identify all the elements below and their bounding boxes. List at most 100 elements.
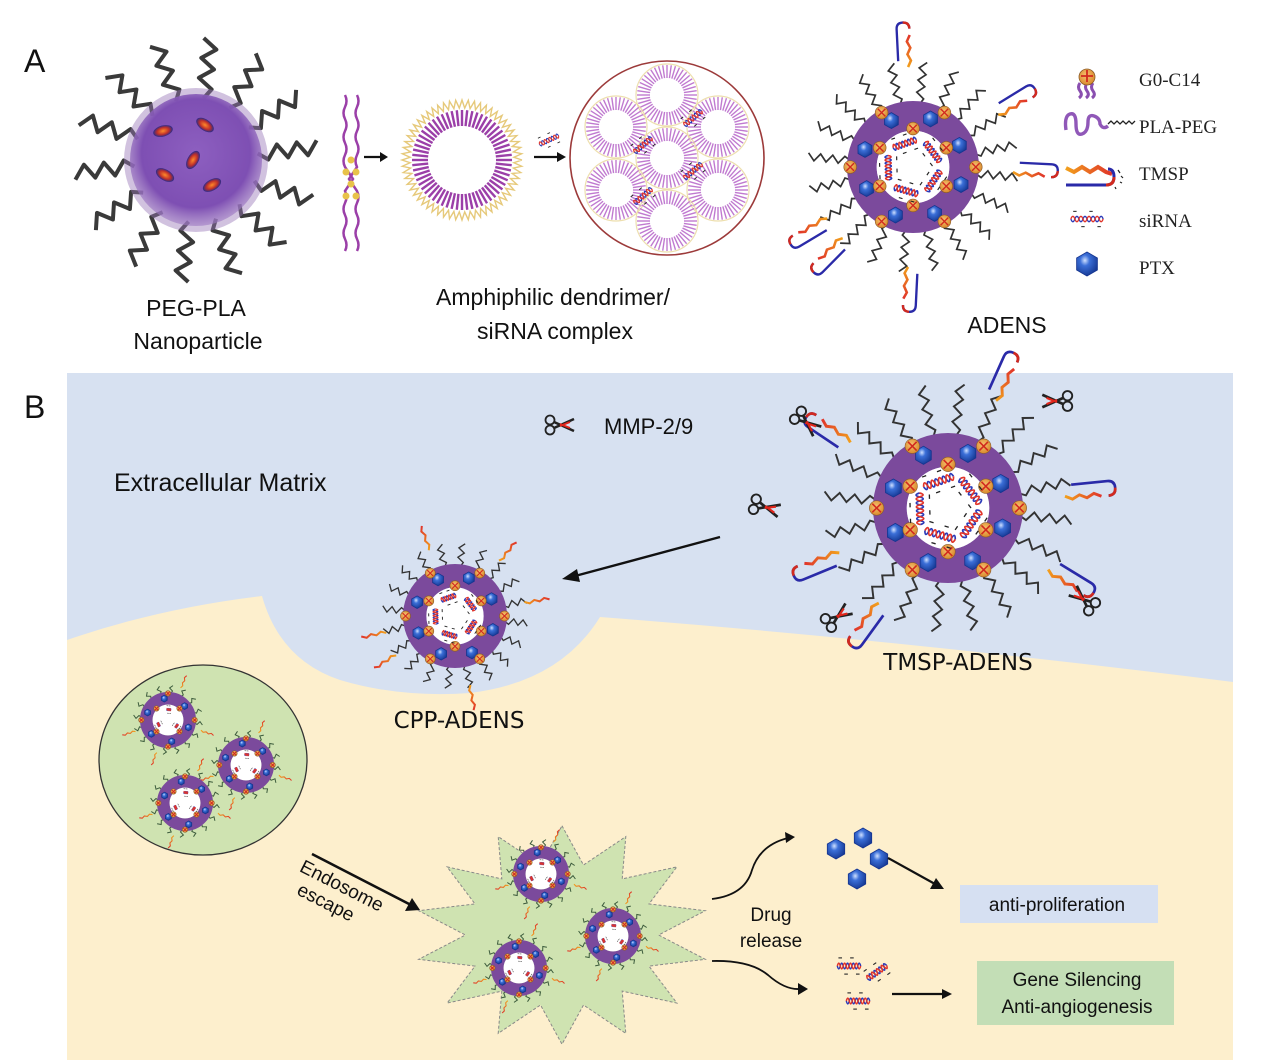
peg-chain-icon xyxy=(819,197,859,222)
cpp-adens-caption: CPP-ADENS xyxy=(394,708,525,734)
tmsp-icon xyxy=(1064,479,1117,501)
peg-chain-icon xyxy=(173,220,196,284)
g0-c14-icon xyxy=(153,705,160,712)
cell-cytoplasm-region xyxy=(67,596,1233,1060)
drug-molecule-icon xyxy=(153,125,173,137)
g0-c14-icon xyxy=(424,653,436,665)
g0-c14-icon xyxy=(489,964,496,972)
sirna-icon xyxy=(189,805,199,813)
purple-ring xyxy=(140,691,197,748)
ptx-icon xyxy=(225,775,233,783)
peg-chain-icon xyxy=(456,543,466,568)
g0-c14-icon xyxy=(537,897,545,904)
tmsp-icon xyxy=(1047,562,1097,599)
sirna-icon xyxy=(599,936,608,945)
tmsp-icon xyxy=(150,752,158,766)
g0-c14-icon xyxy=(400,610,411,622)
peg-chain-icon xyxy=(404,652,423,670)
sirna-icon xyxy=(630,136,656,154)
drug-molecule-icon xyxy=(196,117,214,133)
tmsp-icon xyxy=(501,1000,509,1014)
peg-chain-icon xyxy=(950,383,966,438)
peg-chain-icon xyxy=(503,597,528,609)
sirna-icon xyxy=(172,722,182,730)
tmsp-icon xyxy=(361,630,387,639)
peg-chain-icon xyxy=(462,664,474,689)
peg-chain-icon xyxy=(954,89,986,122)
tmsp-icon xyxy=(847,601,885,650)
g0-c14-icon xyxy=(475,625,487,637)
g0-c14-icon xyxy=(474,567,486,579)
g0-c14-icon xyxy=(542,964,549,972)
g0-c14-icon xyxy=(176,705,183,712)
peg-chain-icon xyxy=(866,223,889,263)
ptx-icon xyxy=(521,884,528,892)
g0-c14-icon xyxy=(170,811,177,818)
curved-arrow-icon xyxy=(711,960,808,995)
ptx-icon xyxy=(498,978,506,986)
tmsp-icon xyxy=(573,883,587,890)
peg-chain-icon xyxy=(252,179,315,207)
purple-ring xyxy=(218,736,275,793)
g0-c14-icon xyxy=(937,105,952,120)
peg-chain-icon xyxy=(196,36,219,100)
sirna-icon xyxy=(617,938,627,946)
g0-c14-icon xyxy=(527,976,534,983)
peg-chain-icon xyxy=(444,664,454,689)
tmsp-icon xyxy=(139,813,153,819)
peg-chain-icon xyxy=(937,71,960,111)
g0-c14-icon xyxy=(906,198,920,213)
g0-c14-icon xyxy=(843,160,857,174)
ptx-icon xyxy=(517,862,524,871)
g0-c14-icon xyxy=(621,921,628,928)
ptx-icon xyxy=(859,180,874,198)
cpp-adens-nanoparticle xyxy=(361,525,550,711)
ptx-icon xyxy=(554,856,561,864)
g0-c14-icon xyxy=(181,773,189,780)
peg-chain-icon xyxy=(982,569,1012,618)
scissors-icon xyxy=(1041,390,1074,412)
legend-label-ptx: PTX xyxy=(1139,258,1175,279)
sirna-icon xyxy=(171,803,180,812)
ptx-icon xyxy=(161,791,168,800)
g0-c14-icon xyxy=(598,921,605,928)
peg-chain-icon xyxy=(861,560,901,600)
dendrimer-molecule-icon xyxy=(342,94,360,252)
dendrimer-micelle xyxy=(399,97,524,223)
g0-c14-icon xyxy=(475,595,487,607)
g0-c14-icon xyxy=(499,610,510,622)
peg-chain-icon xyxy=(995,416,1035,456)
tmsp-icon xyxy=(258,720,266,734)
ptx-icon xyxy=(952,136,967,154)
scissors-icon xyxy=(747,493,782,518)
ptx-icon xyxy=(953,176,969,193)
peg-chain-icon xyxy=(105,73,155,117)
ptx-icon xyxy=(202,806,209,815)
tmsp-icon xyxy=(803,412,852,449)
g0-c14-icon xyxy=(193,811,200,818)
sirna-icon xyxy=(539,859,545,868)
tmsp-icon xyxy=(122,730,136,736)
ptx-icon xyxy=(160,694,168,703)
ptx-icon xyxy=(511,942,519,951)
peg-chain-icon xyxy=(487,562,506,580)
tmsp-icon xyxy=(987,350,1020,402)
tmsp-icon xyxy=(167,835,175,849)
ptx-icon xyxy=(589,924,596,933)
ptx-icon xyxy=(853,827,873,849)
ptx-icon xyxy=(593,946,600,954)
g0-c14-icon xyxy=(164,690,172,697)
g0-c14-icon xyxy=(904,438,920,454)
sirna-icon xyxy=(836,957,862,975)
ptx-icon xyxy=(485,592,498,606)
sirna-icon xyxy=(517,953,523,962)
tmsp-icon xyxy=(998,84,1038,116)
peg-chain-icon xyxy=(436,543,448,568)
peg-chain-icon xyxy=(917,384,937,439)
sirna-icon xyxy=(1070,210,1104,228)
sirna-icon xyxy=(919,169,948,193)
g0-c14-icon xyxy=(474,653,486,665)
sirna-icon xyxy=(909,492,931,526)
g0-c14-icon xyxy=(621,944,628,951)
ptx-icon xyxy=(826,838,846,860)
